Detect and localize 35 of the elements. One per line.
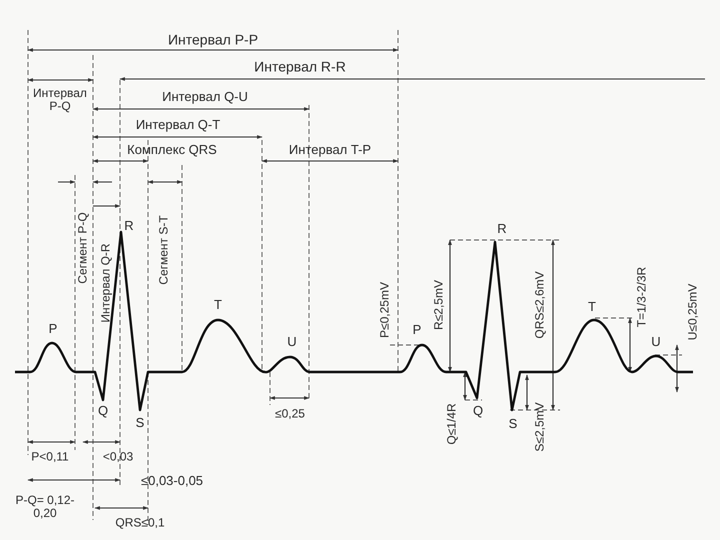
- duration-label: ≤0,03-0,05: [140, 474, 204, 488]
- amplitude-label: U≤0,25mV: [686, 284, 700, 340]
- wave-label: R: [497, 222, 507, 236]
- duration-label: QRS≤0,1: [115, 516, 165, 530]
- duration-label: P-Q= 0,12-0,20: [14, 494, 76, 520]
- wave-label: T: [214, 298, 222, 312]
- wave-label: S: [136, 416, 144, 430]
- segment-label: Сегмент S-T: [157, 215, 171, 285]
- interval-label: Интервал P-Q: [32, 86, 88, 114]
- interval-label: Комплекс QRS: [127, 142, 217, 158]
- duration-label: P<0,11: [31, 450, 69, 464]
- duration-label: <0,03: [102, 450, 134, 464]
- wave-label: R: [124, 218, 134, 234]
- amplitude-label: S≤2,5mV: [533, 402, 547, 452]
- wave-label: P: [48, 322, 58, 336]
- wave-label: Q: [472, 404, 484, 418]
- interval-label: Интервал P-P: [168, 32, 258, 48]
- interval-label: Интервал Q-R: [99, 243, 113, 323]
- interval-label: Интервал Q-U: [162, 90, 248, 104]
- wave-label: U: [287, 334, 297, 350]
- wave-label: S: [508, 416, 518, 432]
- amplitude-label: QRS≤2,6mV: [533, 271, 547, 339]
- wave-label: T: [588, 300, 596, 314]
- interval-label: Интервал R-R: [254, 59, 346, 75]
- amplitude-label: R≤2,5mV: [432, 280, 446, 330]
- amplitude-label: T=1/3-2/3R: [635, 266, 649, 328]
- amplitude-label: P≤0,25mV: [378, 282, 392, 338]
- wave-label: U: [651, 334, 661, 350]
- wave-label: P: [412, 322, 422, 338]
- interval-label: Интервал T-P: [288, 142, 372, 158]
- interval-label: Интервал Q-T: [136, 118, 220, 132]
- wave-label: Q: [98, 404, 108, 418]
- duration-label: ≤0,25: [275, 407, 305, 421]
- amplitude-label: Q≤1/4R: [445, 403, 459, 445]
- segment-label: Сегмент P-Q: [76, 212, 90, 284]
